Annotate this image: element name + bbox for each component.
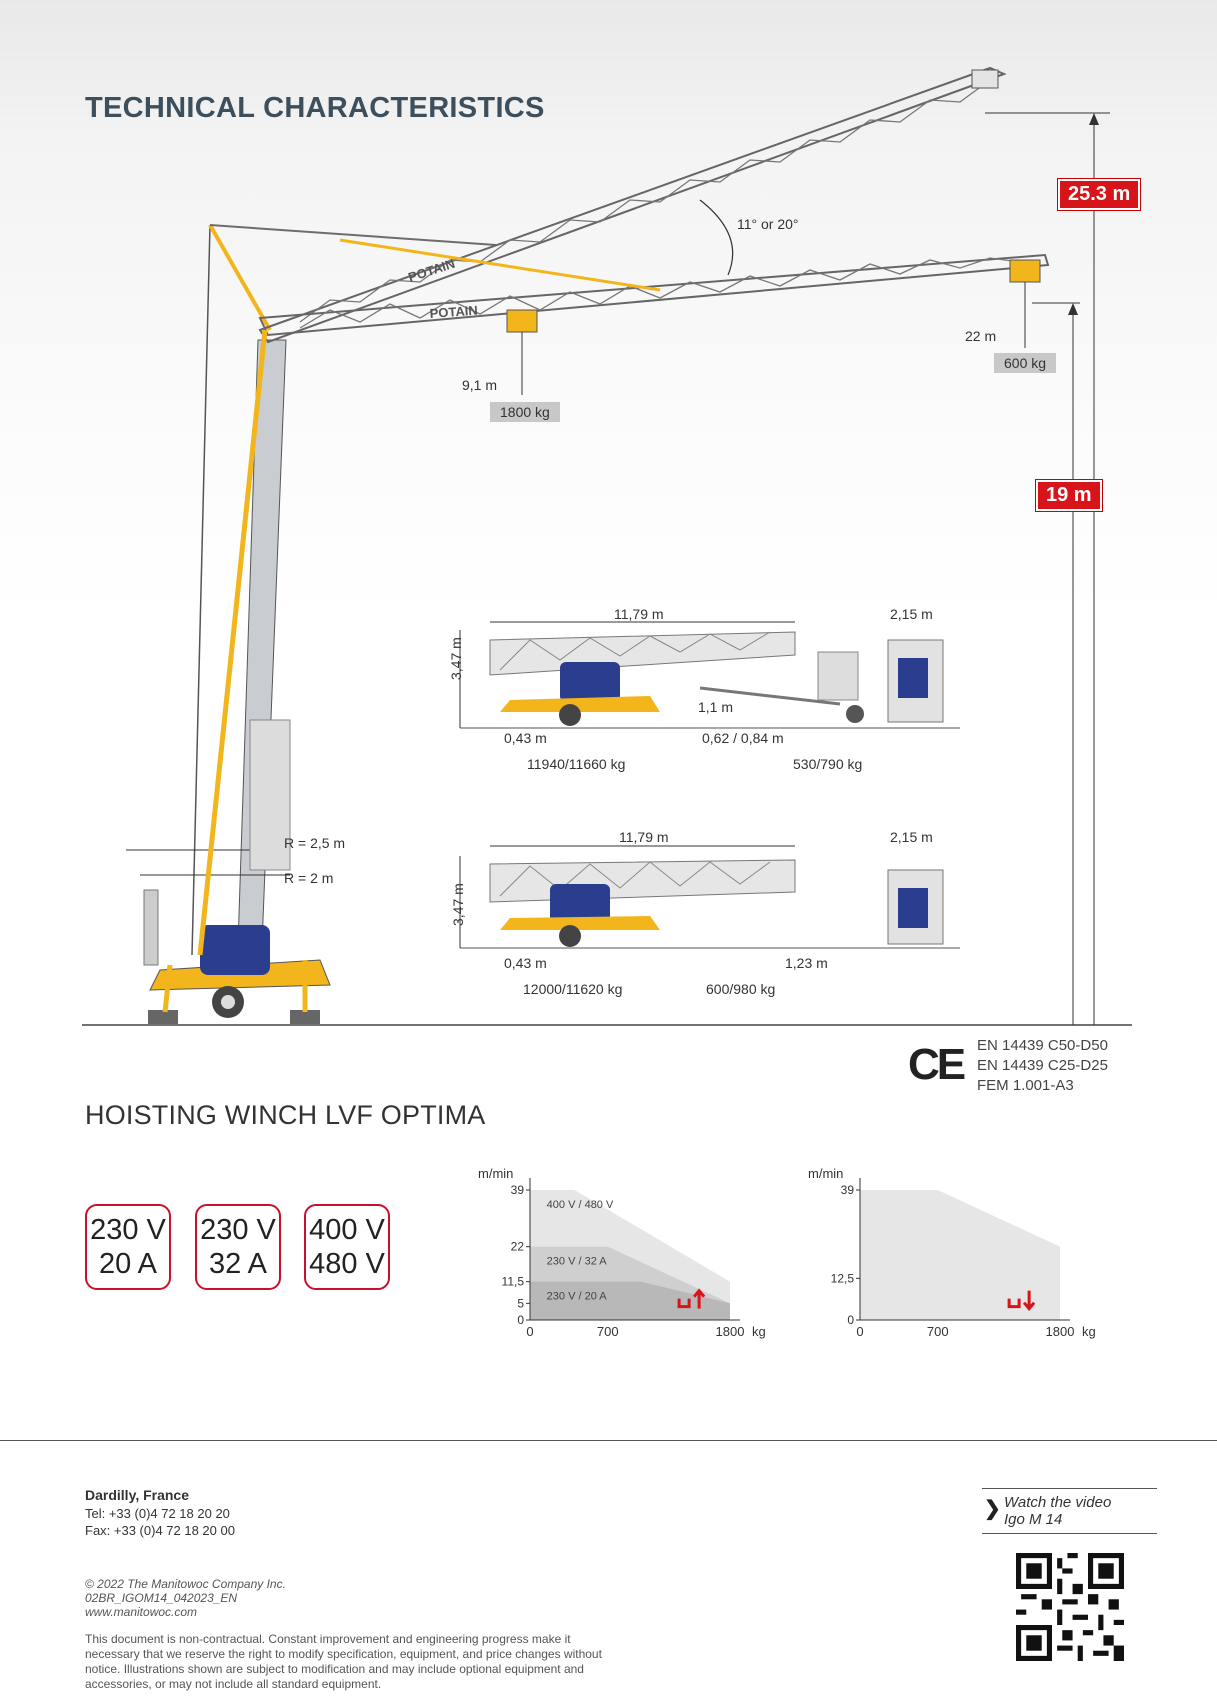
transport2-rear-load: 600/980 kg [706,981,776,997]
chart1-y-tick-4: 39 [511,1183,525,1197]
footer-website[interactable]: www.manitowoc.com [85,1605,198,1619]
ce-mark: CE [908,1040,966,1089]
transport2-rear-offset: 1,23 m [785,955,828,971]
transport-diagram-2 [459,845,960,949]
svg-text:POTAIN: POTAIN [406,256,456,285]
footer-divider [0,1440,1217,1441]
transport2-length: 11,79 m [619,829,669,845]
voltage-option-2: 230 V 32 A [195,1204,281,1290]
chart2-y-tick-1: 12,5 [831,1271,855,1285]
hoisting-speed-chart: 400 V / 480 V 230 V / 32 A 230 V / 20 A m/m… [478,1166,766,1339]
voltage-option-1: 230 V 20 A [85,1204,171,1290]
near-radius-label: 9,1 m [462,377,498,393]
footer-tel: Tel: +33 (0)4 72 18 20 20 [85,1506,230,1521]
chart1-x-tick-0: 0 [526,1324,533,1339]
voltage-option-3: 400 V 480 V [304,1204,390,1290]
cert-1: EN 14439 C50-D50 [977,1037,1108,1054]
near-load-tag: 1800 kg [490,402,560,422]
chart1-series-label-1: 230 V / 32 A [547,1256,608,1268]
footer-city: Dardilly, France [85,1487,190,1503]
transport1-axle-load: 11940/11660 kg [527,756,626,772]
transport-diagram-1 [459,621,960,729]
height-max-tag: 25.3 m [1058,179,1141,210]
transport1-drawbar-length: 1,1 m [698,699,734,715]
chart2-y-label: m/min [808,1166,843,1181]
chart1-y-tick-0: 0 [517,1313,524,1327]
cert-3: FEM 1.001-A3 [977,1077,1074,1094]
chart2-y-tick-0: 0 [847,1313,854,1327]
height-hook-tag: 19 m [1036,480,1102,511]
transport1-length: 11,79 m [614,606,664,622]
winch-title: HOISTING WINCH LVF OPTIMA [85,1100,486,1130]
page-title: TECHNICAL CHARACTERISTICS [85,92,545,124]
transport2-front-offset: 0,43 m [504,955,547,971]
chart1-series-label-0: 400 V / 480 V [547,1199,614,1211]
transport2-height: 3,47 m [450,883,466,926]
transport1-drawbar-offset: 0,62 / 0,84 m [702,730,784,746]
video-line-2: Igo M 14 [1004,1511,1063,1528]
transport1-drawbar-load: 530/790 kg [793,756,863,772]
chart1-series-2 [530,1281,730,1320]
footer-doc-ref: 02BR_IGOM14_042023_EN [85,1591,238,1605]
footer-disclaimer: This document is non-contractual. Consta… [85,1632,602,1691]
svg-text:POTAIN: POTAIN [429,303,478,321]
chart1-x-tick-2: 1800 [716,1324,745,1339]
video-line-1: Watch the video [1004,1494,1112,1511]
crane-illustration: POTAIN POTAIN [82,66,1132,1026]
transport1-width: 2,15 m [890,606,933,622]
chart2-x-tick-2: 1800 [1046,1324,1075,1339]
transport2-axle-load: 12000/11620 kg [523,981,623,997]
footer-copyright: © 2022 The Manitowoc Company Inc. [85,1577,286,1591]
chart1-y-tick-1: 5 [517,1296,524,1310]
radius-label-1: R = 2,5 m [284,835,346,851]
chart2-x-label: kg [1082,1324,1096,1339]
qr-code[interactable] [1016,1553,1124,1661]
chart1-y-tick-2: 11,5 [502,1275,525,1289]
radius-label-2: R = 2 m [284,870,334,886]
cert-2: EN 14439 C25-D25 [977,1057,1108,1074]
chart1-y-label: m/min [478,1166,513,1181]
transport1-height: 3,47 m [448,637,464,680]
video-link[interactable]: ❯ Watch the video Igo M 14 [982,1488,1157,1534]
far-radius-label: 22 m [965,328,997,344]
chart1-series-label-2: 230 V / 20 A [547,1291,608,1303]
transport2-width: 2,15 m [890,829,933,845]
lowering-speed-chart: m/min 0 12,5 39 0 700 1800 kg [808,1166,1096,1339]
chart1-y-tick-3: 22 [511,1240,525,1254]
hoist-down-icon [1007,1290,1036,1312]
luffing-angle-label: 11° or 20° [737,216,799,232]
chevron-right-icon: ❯ [984,1498,1001,1520]
chart1-x-tick-1: 700 [597,1324,619,1339]
far-load-tag: 600 kg [994,353,1057,373]
transport1-front-offset: 0,43 m [504,730,547,746]
footer-fax: Fax: +33 (0)4 72 18 20 00 [85,1523,235,1538]
chart2-x-tick-1: 700 [927,1324,949,1339]
hoist-up-icon [677,1288,706,1309]
chart2-series-0 [860,1190,1060,1320]
chart2-y-tick-2: 39 [841,1183,855,1197]
chart2-x-tick-0: 0 [856,1324,863,1339]
chart1-x-label: kg [752,1324,766,1339]
